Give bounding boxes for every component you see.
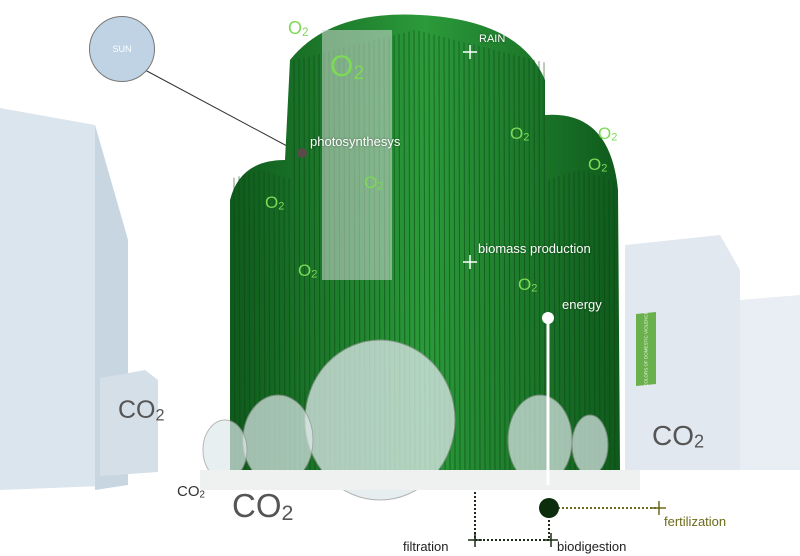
vegetation-strand <box>573 171 576 471</box>
o2-marker: O2 <box>518 275 538 295</box>
vegetation-strand <box>453 39 456 471</box>
vegetation-strand <box>493 49 496 471</box>
co2-marker: CO2 <box>232 487 294 526</box>
vegetation-strand <box>503 52 506 471</box>
vegetation-strand <box>608 178 611 471</box>
vegetation-strand <box>458 40 461 471</box>
right-building <box>625 235 740 470</box>
o2-marker: O2 <box>364 173 384 193</box>
vegetation-strand <box>478 45 481 471</box>
energy-label: energy <box>562 297 602 312</box>
vegetation-strand <box>463 42 466 471</box>
vegetation-strand <box>298 58 301 471</box>
o2-marker: O2 <box>588 155 608 175</box>
biodigester-node <box>539 498 559 518</box>
photosynthesis-label: photosynthesys <box>310 134 401 149</box>
small-building <box>100 370 158 476</box>
co2-marker: CO2 <box>652 420 705 452</box>
o2-marker: O2 <box>598 124 618 144</box>
sun-circle: SUN <box>89 16 155 82</box>
vegetation-strand <box>508 53 511 471</box>
co2-marker: CO2 <box>177 483 205 501</box>
co2-marker: CO2 <box>118 396 165 425</box>
biomass-label: biomass production <box>478 241 591 256</box>
o2-marker: O2 <box>510 124 530 144</box>
building-sign: COLORS OF DOMESTIC VIOLENCE <box>636 310 656 388</box>
o2-marker: O2 <box>298 261 318 281</box>
vegetation-strand <box>568 173 571 471</box>
vegetation-strand <box>243 174 246 471</box>
rain-label: RAIN <box>479 33 506 45</box>
vegetation-strand <box>483 47 486 471</box>
o2-marker: O2 <box>288 18 309 39</box>
biodigestion-label: biodigestion <box>557 539 627 554</box>
o2-marker: O2 <box>265 193 285 213</box>
vegetation-strand <box>513 54 516 471</box>
vegetation-strand <box>303 57 306 471</box>
vegetation-strand <box>238 176 241 471</box>
vegetation-strand <box>613 180 616 471</box>
vegetation-strand <box>473 44 476 471</box>
fertilization-label: fertilization <box>664 514 727 529</box>
filtration-label: filtration <box>403 539 449 554</box>
vegetation-strand <box>488 48 491 471</box>
sun-label: SUN <box>112 44 132 54</box>
process-diagram <box>468 492 666 547</box>
sign-text: COLORS OF DOMESTIC VIOLENCE <box>643 310 649 388</box>
vegetation-strand <box>233 177 236 471</box>
vegetation-strand <box>498 50 501 471</box>
vegetation-strand <box>518 55 521 471</box>
vegetation-strand <box>603 177 606 471</box>
o2-marker: O2 <box>330 50 365 84</box>
